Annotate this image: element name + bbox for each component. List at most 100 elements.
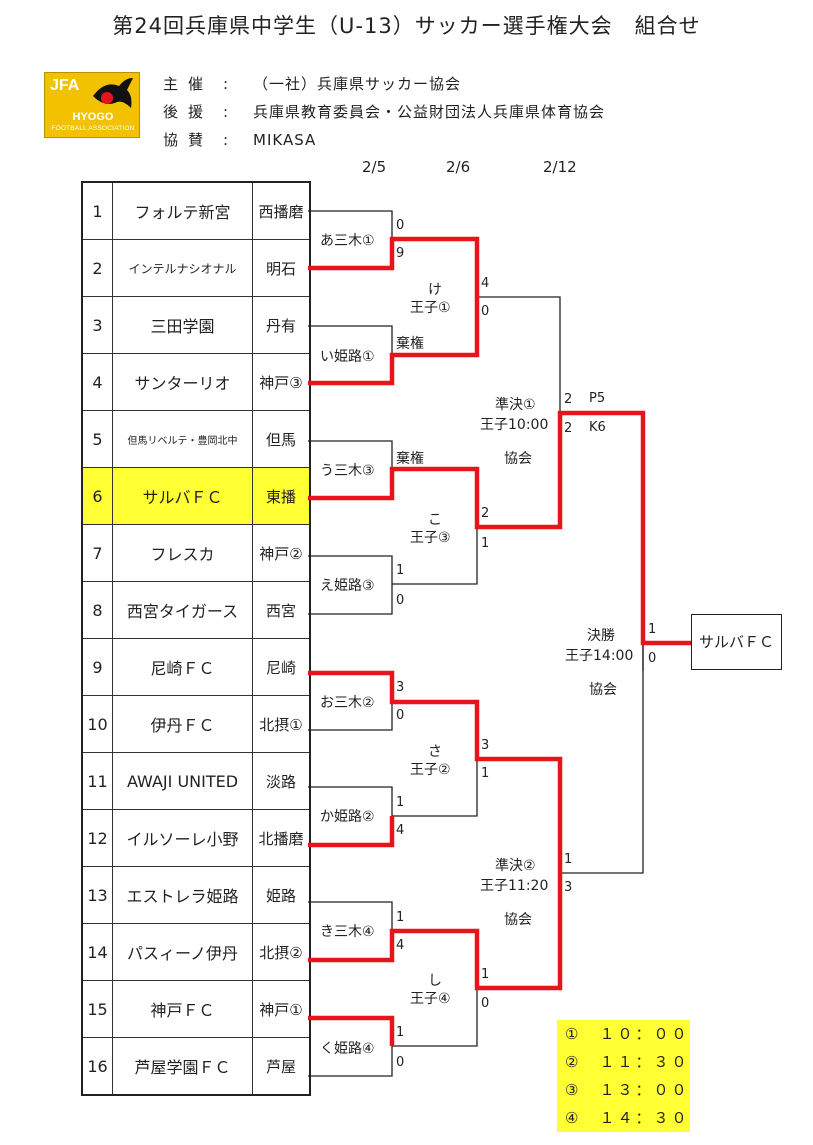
match-mark: こ (428, 512, 442, 528)
score: 3 (564, 880, 573, 895)
match-venue: 王子① (410, 300, 451, 316)
sponsor-key: 協賛 (163, 131, 214, 149)
score: 3 (396, 680, 405, 695)
match-label: あ三木① (320, 230, 375, 250)
score: 4 (396, 938, 405, 953)
team-area: 明石 (252, 239, 311, 297)
pk-score: K6 (589, 420, 606, 435)
team-area: 神戸② (252, 524, 311, 582)
match-label: か姫路② (320, 806, 375, 826)
score: 1 (648, 622, 657, 637)
team-name: サンターリオ (112, 353, 253, 411)
score: 0 (648, 651, 657, 666)
team-number: 7 (81, 524, 113, 582)
score: 2 (564, 421, 573, 436)
score: 2 (481, 506, 490, 521)
forfeit-label: 棄権 (396, 451, 424, 467)
score: 0 (396, 1055, 405, 1070)
bracket-line (559, 643, 644, 874)
team-area: 丹有 (252, 296, 311, 354)
bracket-line (392, 988, 478, 1047)
team-name: 神戸ＦＣ (112, 980, 253, 1038)
team-name: サルバＦＣ (112, 467, 253, 525)
winner-path-line (308, 410, 691, 646)
score: 0 (396, 593, 405, 608)
date-round2: 2/6 (446, 158, 471, 176)
bracket-line (308, 210, 393, 239)
bracket-line (392, 527, 478, 585)
team-area: 北摂① (252, 695, 311, 753)
match-venue: 王子② (410, 762, 451, 778)
score: 1 (481, 766, 490, 781)
semi-time: 王子11:20 (480, 878, 549, 894)
bracket-line (392, 759, 478, 817)
sponsor-key: 後援 (163, 103, 214, 121)
sponsor-organizer: 主催:（一社）兵庫県サッカー協会 (163, 75, 462, 93)
team-name: 芦屋学園ＦＣ (112, 1037, 253, 1096)
logo-jfa-text: JFA (50, 77, 80, 94)
team-area: 神戸① (252, 980, 311, 1038)
team-area: 西播磨 (252, 181, 311, 240)
bracket-line (308, 786, 393, 816)
team-area: 姫路 (252, 866, 311, 924)
match-label: い姫路① (320, 346, 375, 366)
score: 0 (481, 996, 490, 1011)
time-legend-item: ① １０：００ (565, 1025, 690, 1043)
score: 1 (481, 536, 490, 551)
match-venue: 王子④ (410, 991, 451, 1007)
team-name: パスィーノ伊丹 (112, 923, 253, 981)
score: 2 (564, 392, 573, 407)
team-name: フレスカ (112, 524, 253, 582)
team-name: インテルナシオナル (112, 239, 253, 297)
match-mark: さ (428, 744, 442, 760)
date-final: 2/12 (543, 158, 577, 176)
final-time: 王子14:00 (565, 648, 634, 664)
time-legend-item: ③ １３：００ (565, 1081, 690, 1099)
score: 1 (564, 852, 573, 867)
winner-path-line (308, 236, 480, 297)
score: 4 (396, 823, 405, 838)
team-number: 5 (81, 410, 113, 468)
match-mark: し (428, 973, 442, 989)
sponsor-support: 後援:兵庫県教育委員会・公益財団法人兵庫県体育協会 (163, 103, 606, 121)
team-number: 11 (81, 752, 113, 810)
team-name: イルソーレ小野 (112, 809, 253, 867)
pk-score: P5 (589, 391, 606, 406)
semi-venue: 協会 (504, 912, 532, 928)
team-number: 6 (81, 467, 113, 525)
match-venue: 王子③ (410, 530, 451, 546)
semi-name: 準決② (495, 858, 536, 874)
score: 0 (396, 708, 405, 723)
match-label: え姫路③ (320, 575, 375, 595)
semi-venue: 協会 (504, 451, 532, 467)
score: 3 (481, 738, 490, 753)
score: 1 (396, 795, 405, 810)
team-area: 北摂② (252, 923, 311, 981)
winner-path-line (308, 297, 480, 386)
match-mark: け (428, 282, 442, 298)
match-label: き三木④ (320, 921, 375, 941)
team-name: フォルテ新宮 (112, 181, 253, 240)
logo-assoc-text: FOOTBALL ASSOCIATION (51, 125, 135, 132)
team-area: 淡路 (252, 752, 311, 810)
jfa-hyogo-logo: JFA HYOGO FOOTBALL ASSOCIATION (44, 72, 140, 138)
bracket-line (308, 440, 393, 469)
score: 9 (396, 246, 405, 261)
score: 1 (481, 967, 490, 982)
winner-path-line (308, 1015, 395, 1046)
winner-path-line (308, 670, 563, 873)
winner-path-line (308, 873, 563, 991)
match-label: お三木② (320, 692, 375, 712)
team-number: 3 (81, 296, 113, 354)
semi-name: 準決① (495, 397, 536, 413)
team-number: 8 (81, 581, 113, 639)
bracket-line (308, 1046, 393, 1077)
